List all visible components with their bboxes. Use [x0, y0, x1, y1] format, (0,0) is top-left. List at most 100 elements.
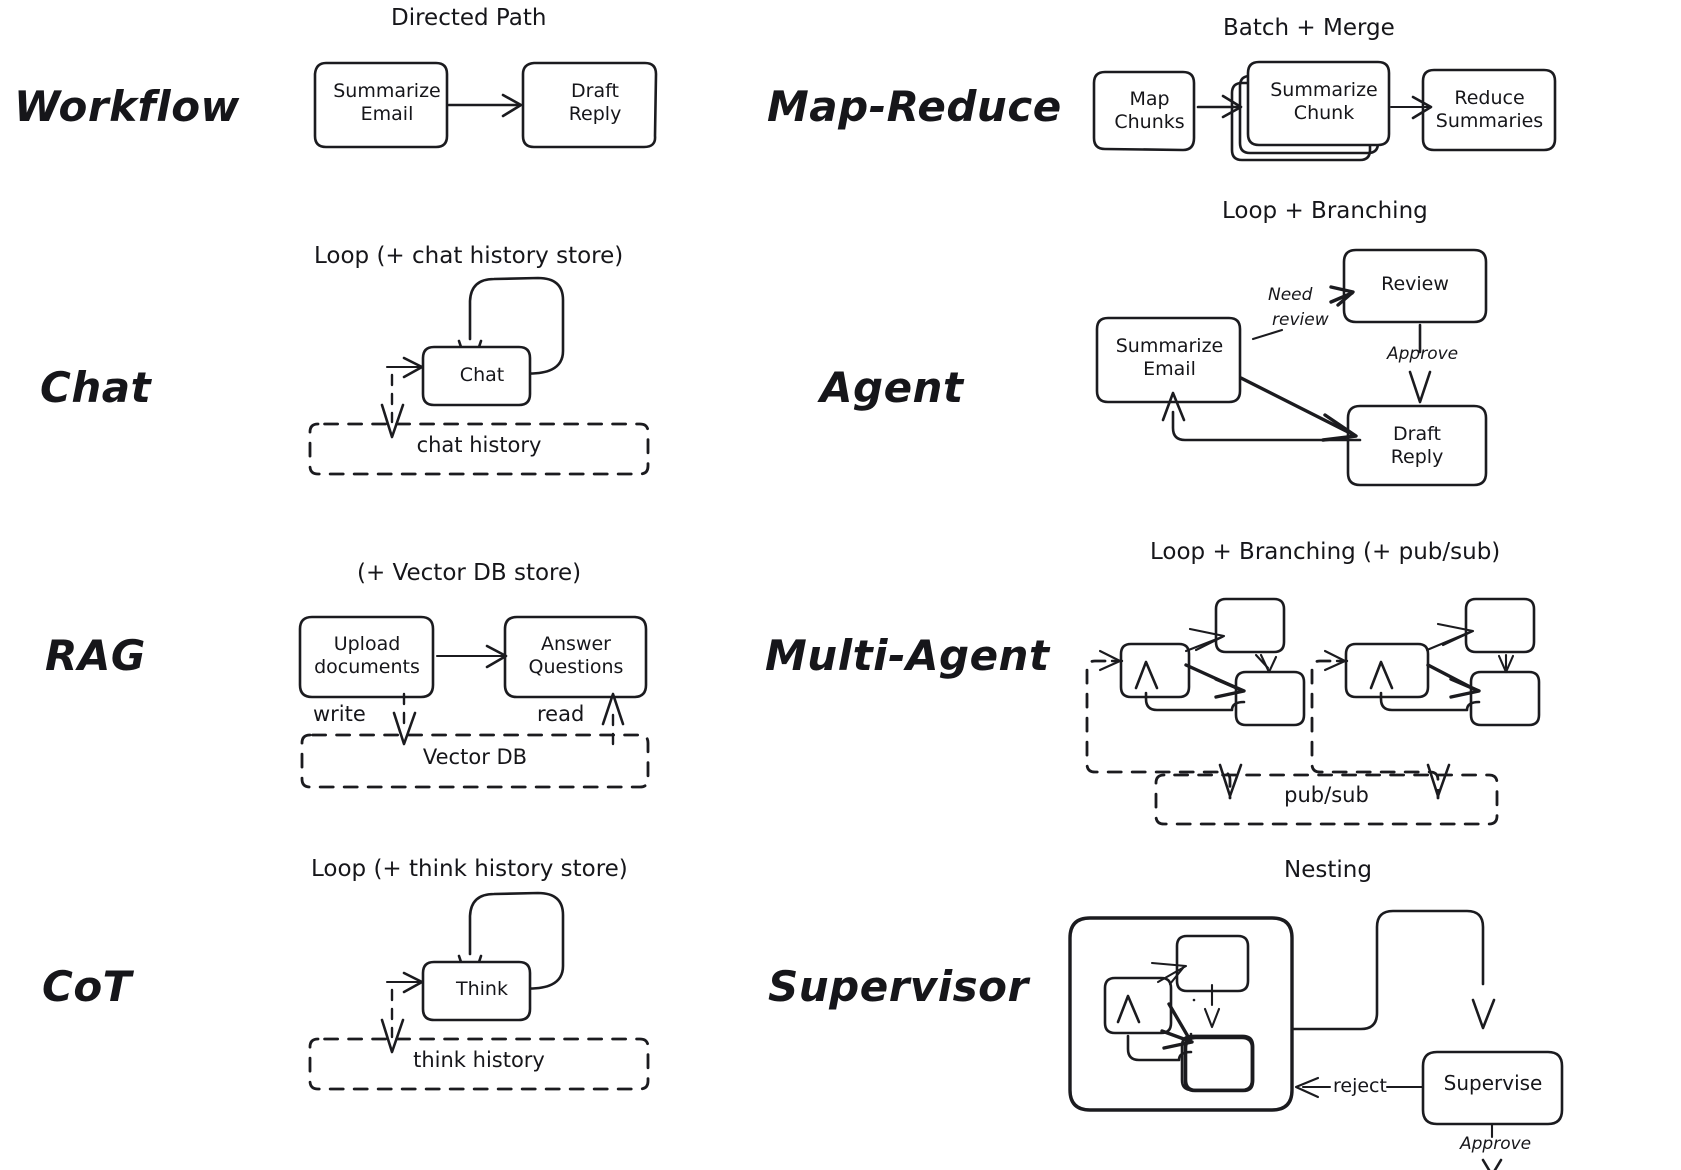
node-review-shape[interactable]: [1342, 248, 1488, 324]
edge-chat-self-loop: [468, 276, 565, 375]
row-label-multi-agent: Multi-Agent: [765, 631, 1050, 680]
nested-edge-left-bottom: [1167, 1002, 1192, 1042]
nested-edge-left-top: [1168, 966, 1185, 986]
store-label-vector-db: Vector DB: [422, 745, 528, 769]
edge-review-to-draft-head: [1408, 370, 1432, 404]
cluster-b-node-right[interactable]: [1469, 670, 1541, 727]
node-summarize-chunk-shape[interactable]: [1246, 60, 1391, 147]
cluster-a-edge-return-head: [1134, 660, 1159, 690]
edge-summarize-to-draft-head: [1321, 413, 1358, 442]
cluster-a-node-top[interactable]: [1214, 597, 1286, 654]
node-chat-shape[interactable]: [421, 345, 532, 407]
edge-label-need: Need: [1268, 285, 1313, 305]
row-label-rag: RAG: [45, 631, 146, 680]
caption-loop-branching-pubsub: Loop + Branching (+ pub/sub): [1150, 539, 1501, 565]
edge-to-review-head: [1329, 285, 1355, 307]
store-think-history-shape[interactable]: [308, 1037, 650, 1091]
node-summarize-email-shape[interactable]: [313, 61, 449, 149]
row-label-supervisor: Supervisor: [768, 962, 1029, 1011]
store-pub-sub-shape[interactable]: [1154, 773, 1499, 826]
nested-edge-left-top-head: [1150, 961, 1188, 984]
cluster-b-edge-return-head: [1369, 660, 1394, 690]
edge-summarize-to-reduce-head: [1411, 95, 1433, 120]
store-label-think-history: think history: [413, 1048, 545, 1072]
edge-think-to-history-head: [380, 1018, 405, 1054]
edge-read-head: [601, 692, 625, 726]
store-chat-history-shape[interactable]: [308, 422, 650, 476]
cluster-a-edge-return: [1144, 691, 1246, 712]
nested-edge-top-bottom-head: [1203, 1007, 1221, 1029]
cluster-a-edge-left-top-head: [1188, 627, 1226, 652]
cluster-b-dashed-to-pubsub: [1310, 659, 1440, 800]
cluster-a-edge-top-right-head: [1259, 653, 1278, 674]
node-draft-reply-agent-shape[interactable]: [1346, 404, 1488, 487]
nested-node-left[interactable]: [1103, 976, 1173, 1035]
nested-edge-return-head: [1116, 994, 1141, 1024]
cluster-b-edge-left-right-head: [1449, 677, 1481, 699]
edge-label-read: read: [537, 702, 585, 726]
row-label-chat: Chat: [40, 363, 152, 412]
edge-label-reject: reject: [1333, 1075, 1387, 1097]
edge-group-to-supervise: [1291, 909, 1485, 1031]
edge-need-review-stub: [1251, 328, 1284, 341]
edge-label-write: write: [313, 702, 366, 726]
cluster-a-dashed-in-head: [1098, 649, 1122, 672]
node-upload-documents-shape[interactable]: [298, 615, 435, 699]
node-map-chunks-shape[interactable]: [1092, 70, 1196, 152]
caption-nesting: Nesting: [1284, 857, 1372, 883]
caption-batch-merge: Batch + Merge: [1223, 15, 1395, 41]
node-draft-reply-shape[interactable]: [521, 61, 658, 149]
row-label-agent: Agent: [820, 363, 964, 412]
edge-history-to-chat-head: [402, 356, 424, 379]
caption-loop-branching: Loop + Branching: [1222, 198, 1428, 224]
nested-node-lower-right[interactable]: [1180, 1034, 1254, 1092]
node-answer-questions-shape[interactable]: [503, 615, 648, 699]
cluster-b-edge-top-right-head: [1497, 654, 1515, 674]
row-label-map-reduce: Map-Reduce: [767, 82, 1062, 131]
edge-draft-back-head: [1161, 391, 1186, 422]
edge-think-self-loop: [468, 891, 565, 990]
cluster-b-node-top[interactable]: [1464, 597, 1536, 654]
node-agent-summarize-email-shape[interactable]: [1095, 316, 1242, 404]
edge-label-review-lower: review: [1272, 310, 1329, 330]
edge-history-to-think-head: [402, 971, 424, 994]
edge-label-approve-supervisor: Approve: [1460, 1134, 1532, 1154]
nested-group-container[interactable]: [1068, 916, 1294, 1112]
edge-summarize-to-draft: [1239, 376, 1354, 436]
nested-node-bottom-right[interactable]: [1183, 1035, 1255, 1093]
caption-directed-path: Directed Path: [391, 5, 547, 31]
node-supervise-shape[interactable]: [1421, 1050, 1564, 1126]
edge-draft-back-to-summarize: [1171, 410, 1362, 442]
edge-upload-to-answer-head: [485, 644, 508, 669]
caption-vector-db-store: (+ Vector DB store): [357, 560, 582, 586]
cluster-b-dashed-in-head: [1323, 649, 1347, 672]
edge-write-head: [392, 711, 417, 746]
node-think-shape[interactable]: [421, 960, 532, 1022]
edge-supervise-approve-head: [1481, 1158, 1503, 1170]
store-vector-db-shape[interactable]: [300, 733, 650, 789]
nested-edge-left-bottom-head: [1160, 1029, 1194, 1050]
nested-node-top[interactable]: [1175, 934, 1250, 993]
store-label-pub-sub: pub/sub: [1284, 783, 1369, 807]
nested-edge-return: [1126, 1034, 1193, 1062]
edge-map-to-summarize-head: [1221, 94, 1243, 119]
edge-chat-to-history-head: [380, 403, 405, 439]
cluster-b-edge-return: [1379, 691, 1481, 712]
row-label-workflow: Workflow: [14, 82, 240, 131]
cluster-a-node-right[interactable]: [1234, 670, 1306, 727]
nested-node-bottom-right-outline: [1184, 1036, 1254, 1092]
nested-node-bottom-right-dup: [1183, 1034, 1255, 1092]
cluster-b-node-left[interactable]: [1344, 642, 1430, 699]
cluster-a-node-left[interactable]: [1119, 642, 1191, 699]
node-reduce-summaries-shape[interactable]: [1421, 68, 1557, 152]
edge-group-to-supervise-head: [1471, 998, 1496, 1030]
